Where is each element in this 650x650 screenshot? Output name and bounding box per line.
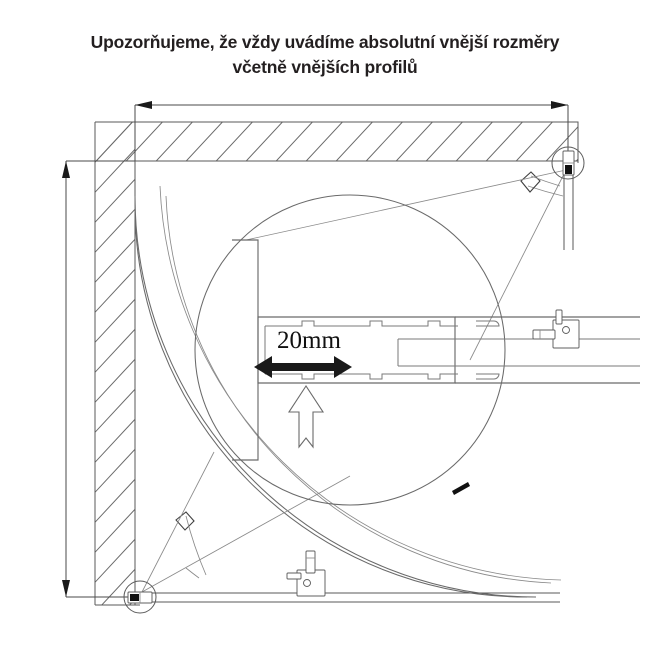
door-arc-outer-1	[134, 195, 537, 598]
door-leaf-bottom	[175, 511, 195, 531]
leader-bottom-2	[141, 475, 351, 593]
dimension-overall-width	[134, 101, 569, 163]
aluminium-profile-section	[232, 239, 640, 461]
profile-width-callout: 20mm	[254, 327, 352, 378]
pivot-hinge-bottom-left	[123, 580, 560, 614]
wall-outer-edge	[95, 121, 579, 163]
door-stub-top	[527, 185, 564, 197]
dimension-overall-depth	[62, 160, 140, 598]
profile-width-label: 20mm	[277, 327, 341, 354]
profile-pointer-arrow	[287, 384, 325, 449]
double-arrow-icon	[254, 356, 352, 378]
wall-hatch-left	[95, 122, 135, 605]
profile-lip-top	[476, 320, 500, 327]
profile-top-notches	[265, 320, 458, 327]
profile-lip-bottom	[476, 373, 500, 380]
page-title: Upozorňujeme, že vždy uvádíme absolutní …	[0, 30, 650, 80]
profile-bottom-notches	[265, 373, 458, 380]
title-line-2: včetně vnějších profilů	[232, 57, 418, 77]
wall-corner	[94, 121, 579, 606]
leader-top-2	[469, 169, 567, 361]
roller-bracket-right	[532, 309, 580, 349]
door-arc-outer-2	[134, 204, 528, 598]
curved-sliding-door-panels	[134, 171, 564, 598]
door-arc-slide-2	[165, 195, 552, 584]
seal-marker	[452, 482, 470, 495]
door-leaf-arc-top	[530, 175, 561, 187]
profile-wall-block	[232, 239, 259, 461]
profile-inner-chamber-right	[397, 338, 640, 367]
door-leaf-top	[520, 171, 541, 193]
detail-magnifier-circle	[194, 194, 506, 506]
door-stub-bottom	[185, 567, 200, 579]
door-arc-slide-1	[159, 185, 562, 581]
title-line-1: Upozorňujeme, že vždy uvádíme absolutní …	[90, 32, 560, 52]
leader-bottom-1	[141, 451, 215, 593]
profile-extension	[455, 316, 640, 384]
pivot-hinge-top-right	[551, 146, 585, 250]
roller-bracket-bottom	[286, 550, 326, 597]
door-leaf-arc-bottom	[185, 515, 207, 576]
